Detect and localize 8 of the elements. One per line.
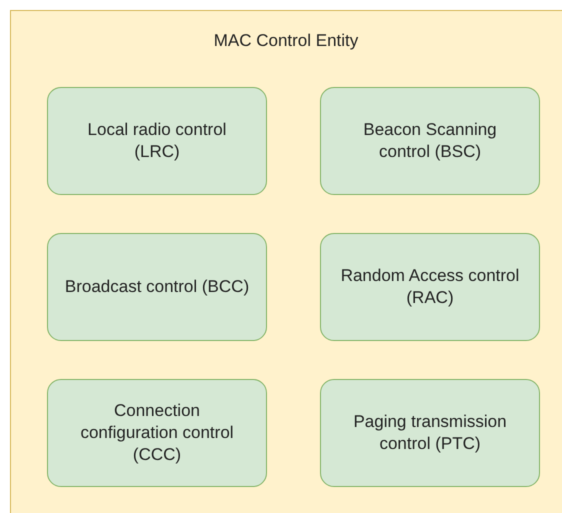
process-box: Broadcast control (BCC) <box>47 233 267 341</box>
process-box: Paging transmission control (PTC) <box>320 379 540 487</box>
container-title: MAC Control Entity <box>212 31 360 51</box>
process-box: Beacon Scanning control (BSC) <box>320 87 540 195</box>
process-box: Random Access control (RAC) <box>320 233 540 341</box>
process-box: Local radio control (LRC) <box>47 87 267 195</box>
process-box: Connection configuration control (CCC) <box>47 379 267 487</box>
container-box <box>10 10 562 513</box>
